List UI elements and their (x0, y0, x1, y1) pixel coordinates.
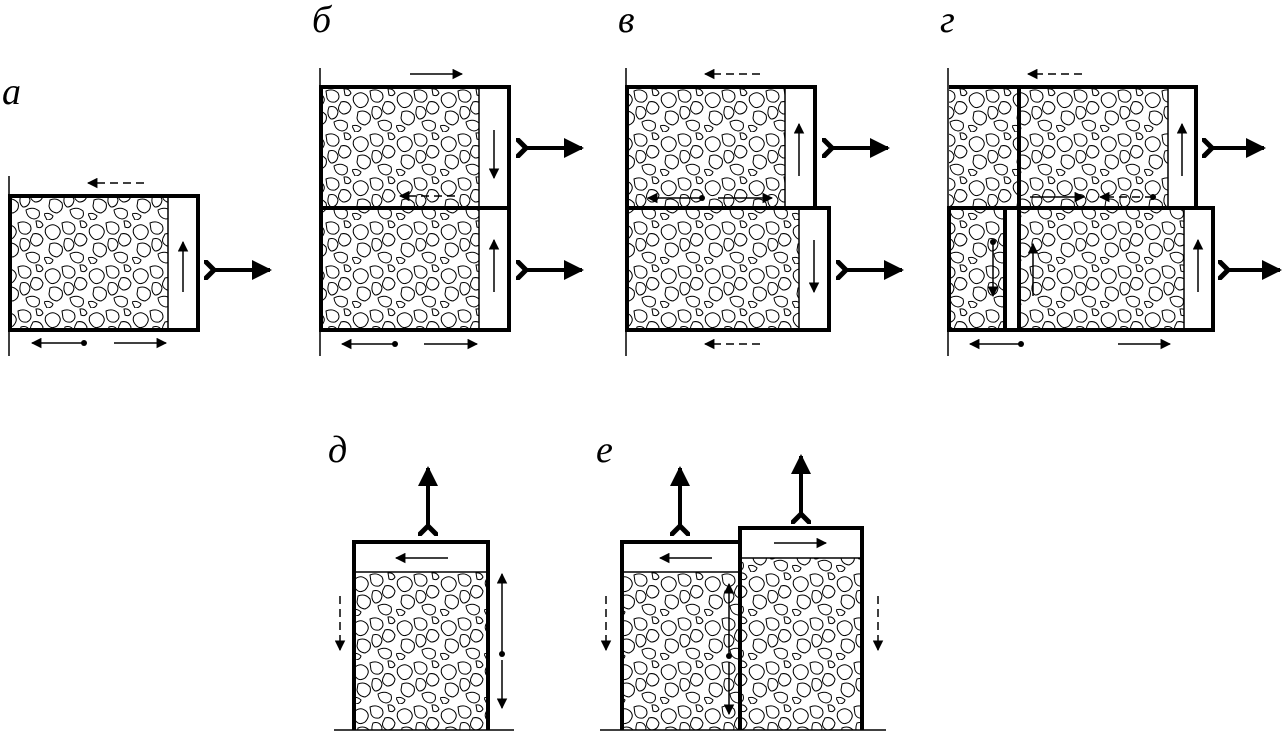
rock-mass-top-left (949, 87, 1019, 208)
panel-label-e: е (596, 429, 613, 471)
rock-mass (10, 196, 168, 330)
rock-mass-bottom-right (1020, 208, 1184, 330)
block-frame-top (949, 85, 1198, 208)
rock-mass-bottom-left (949, 208, 1005, 330)
rock-mass-right (742, 558, 862, 730)
panel-label-d: д (328, 429, 347, 471)
panel-label-v: в (618, 0, 635, 41)
rock-mass-bottom (627, 208, 799, 330)
panel-label-a: а (2, 71, 21, 113)
rock-mass-top (321, 87, 479, 208)
rock-mass-bottom (321, 208, 479, 330)
block-frame-bottom (947, 206, 1215, 332)
block-frame (352, 540, 490, 730)
block-frame (8, 194, 200, 332)
block-frame-bottom (319, 206, 511, 332)
rock-mass-left (622, 572, 740, 730)
rock-mass-top-right (1020, 87, 1168, 208)
panel-a (8, 176, 270, 356)
block-frame-bottom (625, 206, 831, 332)
panel-e (600, 456, 886, 731)
block-frame-right (738, 526, 864, 730)
panel-label-b: б (312, 0, 333, 41)
panel-v (625, 68, 902, 356)
panel-label-g: г (940, 0, 955, 41)
panel-g (947, 68, 1280, 356)
panel-b (319, 68, 582, 356)
panel-d (334, 468, 514, 731)
rock-mass (354, 572, 488, 730)
rock-mass-top (627, 87, 785, 208)
